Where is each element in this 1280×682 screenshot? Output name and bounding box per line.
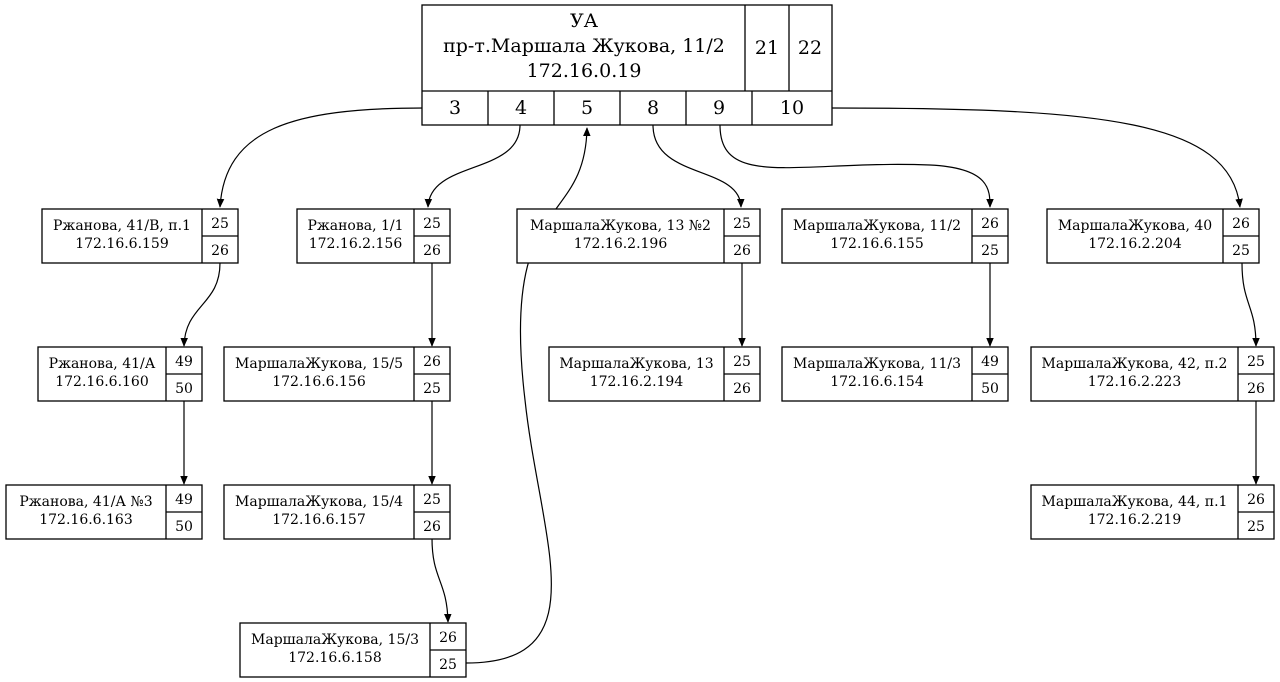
node-port-bottom: 25: [1247, 519, 1265, 535]
node-mzh112: МаршалаЖукова, 11/2 172.16.6.155 26 25: [781, 208, 1009, 264]
node-port-top: 26: [439, 630, 457, 646]
node-ip: 172.16.2.223: [1088, 374, 1182, 390]
edge-port10-mzh40: [831, 107, 1243, 208]
root-title: УА: [570, 10, 599, 32]
node-ip: 172.16.6.157: [272, 512, 366, 528]
edge-port4-rzh1: [424, 124, 521, 208]
node-ip: 172.16.2.196: [574, 236, 668, 252]
node-ip: 172.16.2.204: [1088, 236, 1182, 252]
edge-port9-mzh112: [719, 124, 994, 208]
node-mzh13: МаршалаЖукова, 13 172.16.2.194 25 26: [548, 346, 761, 402]
node-port-top: 26: [423, 354, 441, 370]
node-mzh153: МаршалаЖукова, 15/3 172.16.6.158 26 25: [239, 622, 467, 678]
edge-port3-rzh41b: [216, 107, 425, 208]
root-port-9: 9: [713, 97, 725, 119]
root-port-4: 4: [515, 97, 527, 119]
node-ip: 172.16.6.155: [830, 236, 924, 252]
node-rzh41b: Ржанова, 41/В, п.1 172.16.6.159 25 26: [41, 208, 239, 264]
node-ip: 172.16.6.154: [830, 374, 924, 390]
node-port-top: 26: [1232, 216, 1250, 232]
edge-mzh154-mzh153: [431, 537, 452, 623]
root-port-10: 10: [780, 97, 804, 119]
node-name: Ржанова, 41/В, п.1: [53, 218, 191, 234]
node-port-bottom: 26: [211, 243, 229, 259]
edge-mzh153-port5: [465, 127, 591, 664]
node-name: МаршалаЖукова, 11/2: [793, 218, 961, 234]
node-port-top: 25: [423, 492, 441, 508]
edge-rzh41b-rzh41a: [180, 262, 221, 347]
node-port-top: 26: [981, 216, 999, 232]
root-top-port-22: 22: [798, 37, 822, 59]
node-port-bottom: 26: [733, 381, 751, 397]
edge-mzh40-mzh42: [1241, 262, 1260, 347]
node-port-bottom: 25: [981, 243, 999, 259]
node-name: МаршалаЖукова, 11/3: [793, 356, 961, 372]
node-rzh41a: Ржанова, 41/А 172.16.6.160 49 50: [37, 346, 203, 402]
node-ip: 172.16.2.219: [1088, 512, 1182, 528]
node-mzh13n2: МаршалаЖукова, 13 №2 172.16.2.196 25 26: [516, 208, 761, 264]
node-ip: 172.16.6.163: [39, 512, 133, 528]
child-nodes: Ржанова, 41/В, п.1 172.16.6.159 25 26 Ржано…: [5, 208, 1275, 678]
node-name: Ржанова, 1/1: [307, 218, 403, 234]
node-name: Ржанова, 41/А: [49, 356, 156, 372]
edges: [180, 107, 1260, 664]
node-port-bottom: 26: [733, 243, 751, 259]
node-port-bottom: 26: [423, 243, 441, 259]
node-ip: 172.16.6.158: [288, 650, 382, 666]
node-port-bottom: 50: [175, 519, 193, 535]
node-name: МаршалаЖукова, 42, п.2: [1042, 356, 1228, 372]
node-mzh40: МаршалаЖукова, 40 172.16.2.204 26 25: [1046, 208, 1260, 264]
node-mzh155: МаршалаЖукова, 15/5 172.16.6.156 26 25: [223, 346, 451, 402]
node-rzh1: Ржанова, 1/1 172.16.2.156 25 26: [296, 208, 451, 264]
root-ip: 172.16.0.19: [527, 60, 642, 82]
node-port-top: 25: [423, 216, 441, 232]
node-mzh44: МаршалаЖукова, 44, п.1 172.16.2.219 26 25: [1030, 484, 1275, 540]
node-port-bottom: 25: [439, 657, 457, 673]
node-name: МаршалаЖукова, 13: [559, 356, 713, 372]
node-name: МаршалаЖукова, 15/5: [235, 356, 403, 372]
node-port-bottom: 26: [423, 519, 441, 535]
node-port-bottom: 26: [1247, 381, 1265, 397]
node-port-bottom: 25: [423, 381, 441, 397]
node-port-top: 26: [1247, 492, 1265, 508]
node-ip: 172.16.6.160: [55, 374, 149, 390]
node-name: МаршалаЖукова, 44, п.1: [1042, 494, 1228, 510]
node-name: МаршалаЖукова, 13 №2: [530, 218, 711, 234]
root-address: пр-т.Маршала Жукова, 11/2: [443, 35, 725, 57]
node-port-bottom: 50: [175, 381, 193, 397]
node-ip: 172.16.2.194: [590, 374, 684, 390]
node-port-top: 25: [733, 354, 751, 370]
node-ip: 172.16.6.159: [75, 236, 169, 252]
node-port-bottom: 50: [981, 381, 999, 397]
node-mzh42: МаршалаЖукова, 42, п.2 172.16.2.223 25 26: [1030, 346, 1275, 402]
node-name: МаршалаЖукова, 15/4: [235, 494, 403, 510]
node-port-top: 49: [175, 492, 193, 508]
node-port-top: 49: [981, 354, 999, 370]
node-ip: 172.16.2.156: [309, 236, 403, 252]
root-top-port-21: 21: [755, 37, 779, 59]
node-mzh113: МаршалаЖукова, 11/3 172.16.6.154 49 50: [781, 346, 1009, 402]
node-ip: 172.16.6.156: [272, 374, 366, 390]
node-port-bottom: 25: [1232, 243, 1250, 259]
node-port-top: 25: [211, 216, 229, 232]
root-port-8: 8: [647, 97, 659, 119]
node-port-top: 49: [175, 354, 193, 370]
node-port-top: 25: [733, 216, 751, 232]
node-mzh154: МаршалаЖукова, 15/4 172.16.6.157 25 26: [223, 484, 451, 540]
root-port-5: 5: [581, 97, 593, 119]
node-name: МаршалаЖукова, 15/3: [251, 632, 419, 648]
node-rzh41a3: Ржанова, 41/А №3 172.16.6.163 49 50: [5, 484, 203, 540]
node-port-top: 25: [1247, 354, 1265, 370]
root-node: УА пр-т.Маршала Жукова, 11/2 172.16.0.19…: [421, 4, 833, 126]
root-port-3: 3: [449, 97, 461, 119]
node-name: МаршалаЖукова, 40: [1058, 218, 1212, 234]
node-name: Ржанова, 41/А №3: [19, 494, 152, 510]
edge-port8-mzh13n2: [652, 124, 745, 208]
